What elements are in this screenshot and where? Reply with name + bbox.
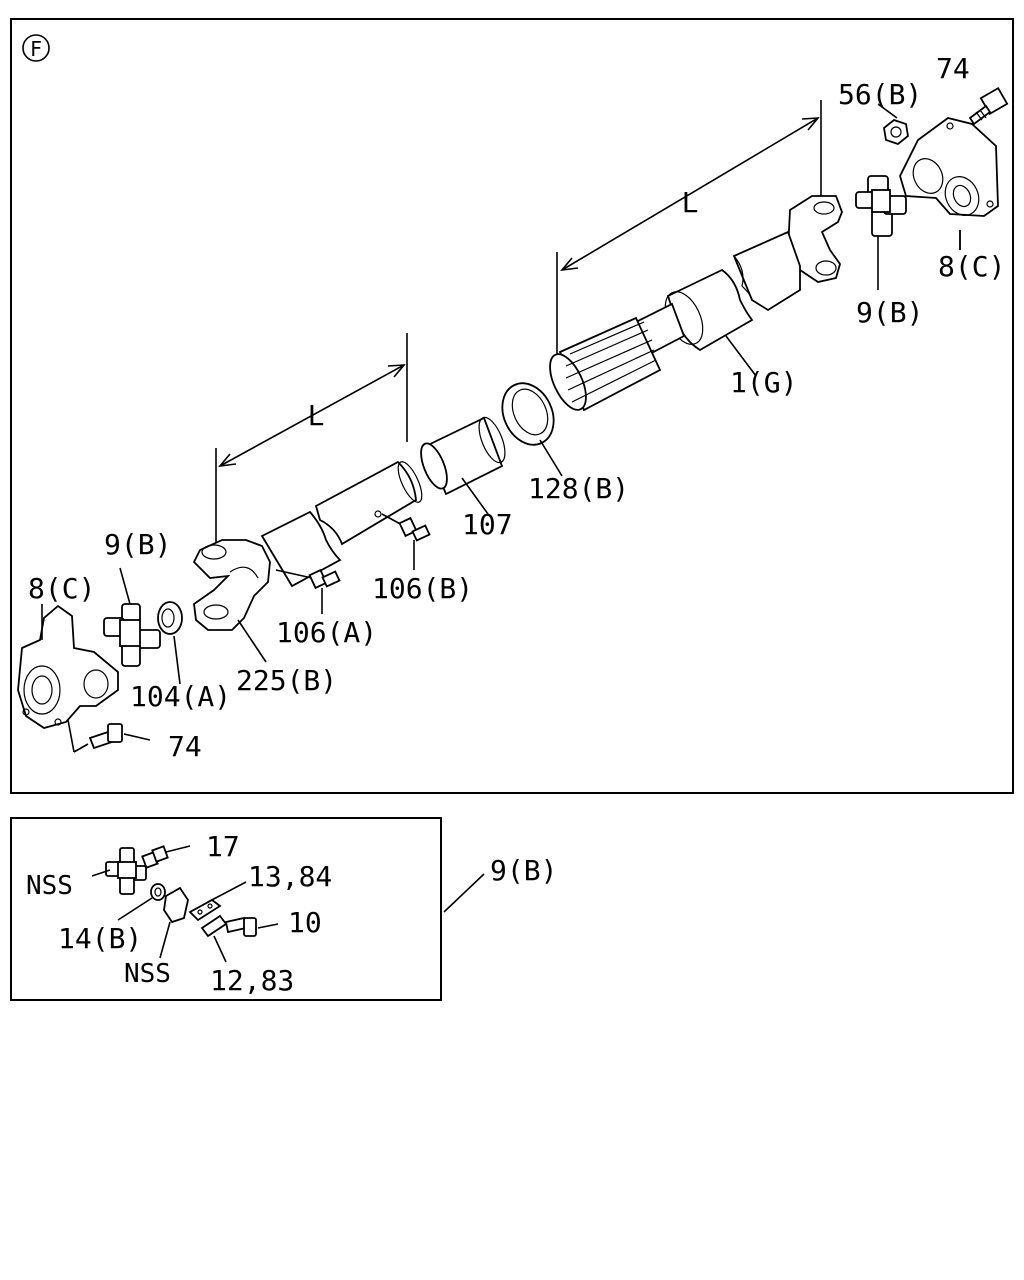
- label-104a: 104(A): [130, 680, 231, 713]
- grease-fitting-106a-part: [275, 568, 341, 614]
- right-universal-joint-part: [855, 175, 907, 290]
- section-marker: F: [22, 34, 50, 62]
- dimension-l-upper: L: [556, 100, 822, 355]
- grease-fitting-106b-part: [381, 513, 431, 570]
- bolt-74-bottom-part: [67, 719, 151, 753]
- inset-seal-14b-part: [117, 883, 166, 921]
- bolt-74-top-part: [968, 86, 1009, 126]
- nut-56b-part: [877, 103, 909, 146]
- left-bracket-part: [17, 604, 119, 729]
- label-13-84: 13,84: [248, 860, 332, 893]
- front-yoke-225b-part: [192, 539, 271, 663]
- right-bracket-part: [899, 117, 999, 250]
- label-56b: 56(B): [838, 78, 922, 111]
- front-tube-part: [260, 460, 423, 588]
- label-12-83: 12,83: [210, 964, 294, 997]
- dimension-l-lower: L: [215, 333, 408, 542]
- label-9b-right: 9(B): [856, 296, 923, 329]
- inset-bearing-cup-part: [159, 886, 189, 959]
- inset-callout: 9(B): [443, 854, 557, 913]
- seal-104a-part: [157, 601, 183, 685]
- left-universal-joint-part: [103, 567, 161, 667]
- label-128b: 128(B): [528, 472, 629, 505]
- label-nss-bottom: NSS: [124, 959, 171, 989]
- inset-universal-joint-part: [91, 847, 147, 895]
- label-74-top: 74: [936, 52, 970, 85]
- main-part-labels: 74 56(B) 8(C) 9(B) 1(G) 128(B) 107 106(B…: [28, 52, 1005, 763]
- label-8c-right: 8(C): [938, 250, 1005, 283]
- sleeve-107-part: [420, 416, 506, 515]
- label-nss-top: NSS: [26, 871, 73, 901]
- label-8c-left: 8(C): [28, 572, 95, 605]
- label-106b: 106(B): [372, 572, 473, 605]
- dimension-l-lower-label: L: [308, 399, 325, 432]
- label-74-bottom: 74: [168, 730, 202, 763]
- slip-yoke-shaft-part: [549, 195, 843, 412]
- label-inset-9b: 9(B): [490, 854, 557, 887]
- section-marker-label: F: [30, 37, 42, 61]
- dimension-l-upper-label: L: [682, 186, 699, 219]
- inset-grease-fitting-17-part: [141, 845, 191, 869]
- label-225b: 225(B): [236, 664, 337, 697]
- ring-128b-part: [501, 382, 563, 477]
- label-14b: 14(B): [58, 922, 142, 955]
- label-1g: 1(G): [730, 366, 797, 399]
- label-106a: 106(A): [276, 616, 377, 649]
- label-107: 107: [462, 508, 513, 541]
- inset-part-labels: 17 NSS 13,84 10 14(B) NSS 12,83: [26, 830, 332, 997]
- inset-detail-panel: [10, 817, 442, 1001]
- label-9b-left: 9(B): [104, 528, 171, 561]
- label-10: 10: [288, 906, 322, 939]
- label-17: 17: [206, 830, 240, 863]
- inset-bolt-10-part: [224, 916, 279, 937]
